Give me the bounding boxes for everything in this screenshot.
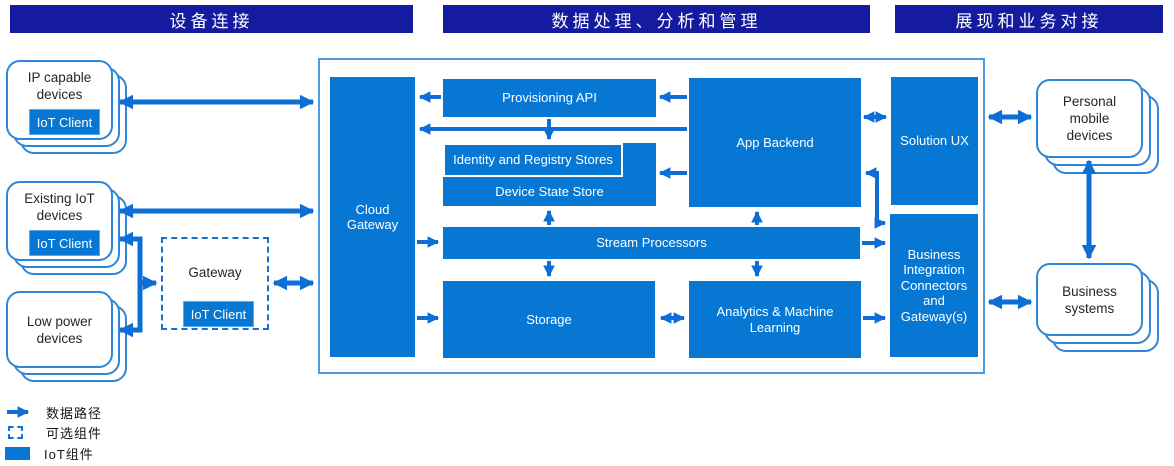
- box-identity-registry-stores: Identity and Registry Stores: [443, 143, 623, 177]
- device-card: Personal mobile devices: [1036, 79, 1143, 158]
- device-low-power: Low power devices: [6, 291, 127, 382]
- legend-label: 可选组件: [46, 425, 103, 441]
- box-app-backend: App Backend: [689, 78, 861, 207]
- device-label: Business systems: [1062, 283, 1117, 316]
- device-label: Low power devices: [26, 313, 93, 346]
- box-storage: Storage: [443, 281, 655, 358]
- optional-gateway: Gateway IoT Client: [161, 237, 269, 330]
- section-header-data-processing: 数据处理、分析和管理: [443, 5, 870, 33]
- legend-optional-component: 可选组件: [5, 424, 103, 441]
- legend-dashed-box-icon: [8, 425, 23, 439]
- iot-client-badge: IoT Client: [29, 109, 100, 135]
- device-card: Business systems: [1036, 263, 1143, 336]
- device-existing-iot: Existing IoT devices IoT Client: [6, 181, 127, 275]
- legend-arrow-icon: [7, 406, 30, 418]
- device-business-systems: Business systems: [1036, 263, 1159, 352]
- device-ip-capable: IP capable devices IoT Client: [6, 60, 127, 154]
- iot-client-badge: IoT Client: [183, 301, 254, 327]
- legend-label: 数据路径: [46, 405, 103, 421]
- device-card: Low power devices: [6, 291, 113, 368]
- device-label: IP capable devices: [27, 70, 92, 102]
- section-header-presentation: 展现和业务对接: [895, 5, 1163, 33]
- box-business-integration: Business Integration Connectors and Gate…: [890, 214, 978, 357]
- legend-solid-box-icon: [5, 446, 30, 460]
- box-solution-ux: Solution UX: [891, 77, 978, 205]
- device-card: IP capable devices IoT Client: [6, 60, 113, 140]
- box-cloud-gateway: Cloud Gateway: [330, 77, 415, 357]
- iot-client-badge: IoT Client: [29, 230, 100, 256]
- device-state-store-label: Device State Store: [495, 183, 604, 199]
- gateway-label: Gateway: [188, 265, 242, 280]
- device-label: Personal mobile devices: [1062, 94, 1117, 143]
- device-label: Existing IoT devices: [24, 191, 95, 223]
- device-personal-mobile: Personal mobile devices: [1036, 79, 1159, 174]
- legend-label: IoT组件: [44, 446, 94, 462]
- box-analytics-ml: Analytics & Machine Learning: [689, 281, 861, 358]
- legend-iot-component: IoT组件: [5, 445, 94, 462]
- box-provisioning-api: Provisioning API: [443, 79, 656, 117]
- device-card: Existing IoT devices IoT Client: [6, 181, 113, 261]
- legend-data-path: 数据路径: [5, 404, 103, 421]
- section-header-device-connection: 设备连接: [10, 5, 413, 33]
- box-stream-processors: Stream Processors: [443, 227, 860, 259]
